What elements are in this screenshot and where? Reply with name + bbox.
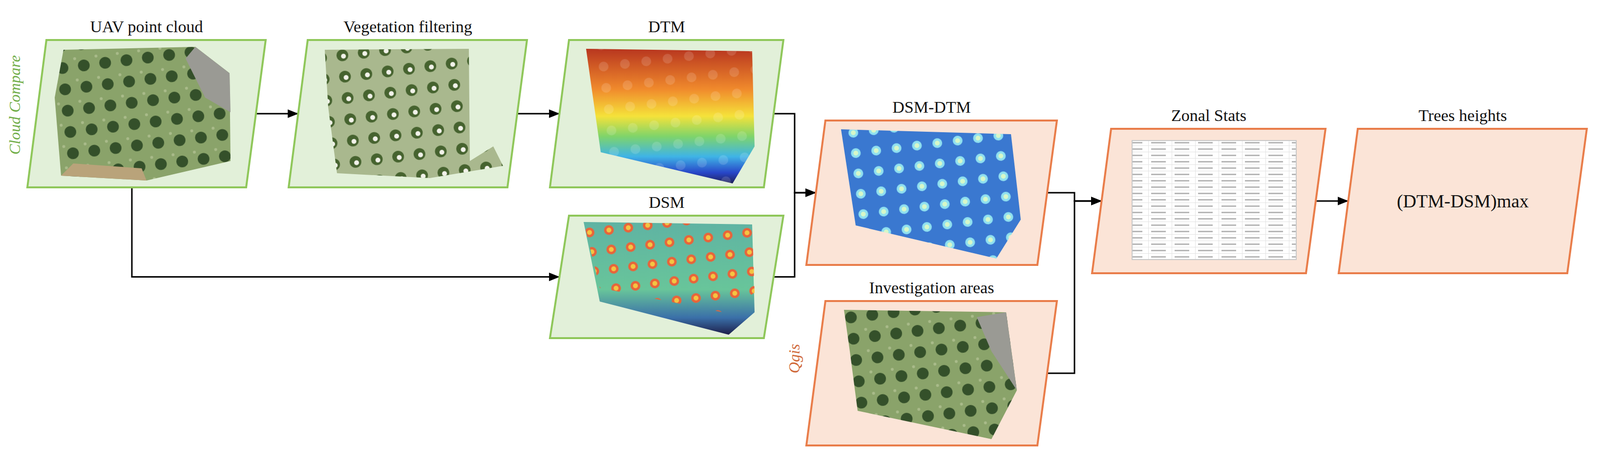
software-label: Qgis bbox=[785, 344, 804, 374]
step-heading: DSM-DTM bbox=[786, 98, 1077, 117]
flow-arrow bbox=[774, 113, 816, 193]
data-parallelogram: Investigation areas bbox=[805, 300, 1058, 447]
data-parallelogram: Vegetation filtering bbox=[288, 39, 528, 189]
data-parallelogram: Trees heights(DTM-DSM)max bbox=[1338, 127, 1588, 275]
parallelogram-outline bbox=[805, 119, 1058, 267]
step-formula: (DTM-DSM)max bbox=[1338, 190, 1588, 212]
flow-arrow bbox=[1316, 200, 1348, 203]
parallelogram-outline bbox=[549, 214, 784, 340]
parallelogram-outline bbox=[805, 300, 1058, 447]
data-parallelogram: DTM bbox=[549, 39, 784, 189]
data-parallelogram: Zonal Stats bbox=[1091, 127, 1327, 275]
step-heading: DSM bbox=[529, 193, 804, 212]
step-heading: UAV point cloud bbox=[7, 17, 286, 37]
software-label: Cloud Compare bbox=[5, 55, 24, 155]
flow-arrow bbox=[256, 113, 298, 115]
step-heading: DTM bbox=[529, 17, 804, 37]
step-heading: Zonal Stats bbox=[1072, 106, 1346, 126]
parallelogram-border bbox=[549, 215, 784, 339]
step-heading: Investigation areas bbox=[786, 278, 1077, 298]
parallelogram-border bbox=[1092, 128, 1326, 274]
data-parallelogram: DSM-DTM bbox=[805, 119, 1058, 267]
data-parallelogram: DSM bbox=[549, 214, 784, 340]
parallelogram-outline bbox=[549, 39, 784, 189]
parallelogram-border bbox=[549, 40, 784, 188]
parallelogram-border bbox=[806, 120, 1057, 266]
flow-arrow bbox=[1047, 201, 1102, 374]
parallelogram-border bbox=[27, 40, 266, 188]
parallelogram-border bbox=[288, 40, 527, 188]
step-heading: Trees heights bbox=[1318, 106, 1600, 126]
flow-arrow bbox=[131, 188, 560, 278]
flow-arrow bbox=[1047, 192, 1102, 202]
parallelogram-outline bbox=[1091, 127, 1327, 275]
data-parallelogram: UAV point cloud bbox=[26, 39, 267, 189]
parallelogram-border bbox=[1338, 128, 1587, 274]
parallelogram-outline bbox=[288, 39, 528, 189]
flow-arrow bbox=[517, 113, 560, 115]
step-heading: Vegetation filtering bbox=[268, 17, 548, 37]
parallelogram-outline bbox=[26, 39, 267, 189]
parallelogram-border bbox=[806, 301, 1057, 446]
